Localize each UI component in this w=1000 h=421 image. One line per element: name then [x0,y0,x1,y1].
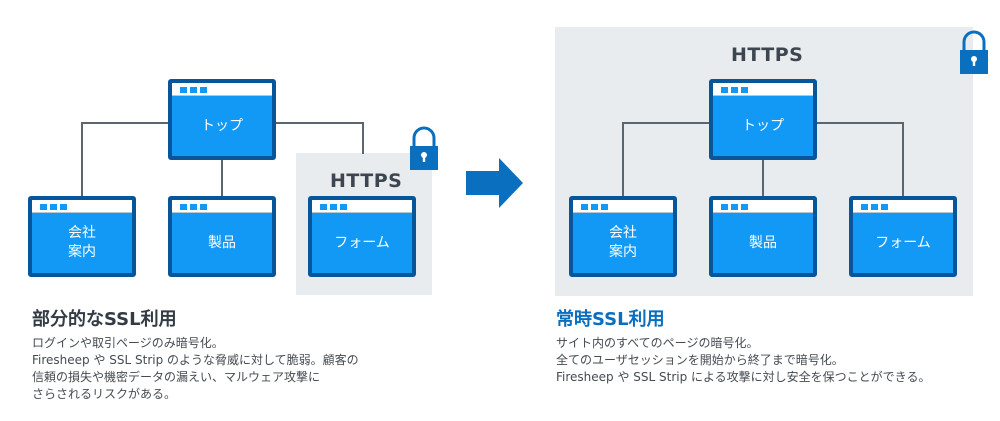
https-label: HTTPS [330,170,403,192]
description-line: 信頼の損失や機密データの漏えい、マルウェア攻撃に [32,370,321,384]
partial-ssl-title: 部分的なSSL利用 [32,309,177,330]
window-bar [573,200,673,213]
description-line: サイト内のすべてのページの暗号化。 [556,336,759,350]
always-on-ssl-title: 常時SSL利用 [556,309,665,330]
window-bar [312,200,412,213]
description-line: Firesheep や SSL Strip のような脅威に対して脆弱。顧客の [32,353,359,367]
partial-ssl-description: 部分的なSSL利用 ログインや取引ページのみ暗号化。 Firesheep や S… [32,308,359,403]
connector [362,122,364,154]
connector [622,122,710,124]
page-label: 会社 案内 [68,225,96,260]
connector [902,122,904,198]
page-label: 会社 案内 [609,225,637,260]
always-on-ssl-description: 常時SSL利用 サイト内のすべてのページの暗号化。 全てのユーザセッションを開始… [556,308,930,386]
page-label: フォーム [875,234,931,251]
page-products: 製品 [168,196,276,277]
arrow-right-icon [466,158,523,208]
page-form: フォーム [849,196,957,277]
window-bar [713,83,813,96]
page-form: フォーム [308,196,416,277]
page-top: トップ [168,79,276,160]
description-line: さらされるリスクがある。 [32,387,177,401]
connector [622,122,624,198]
window-bar [32,200,132,213]
window-bar [713,200,813,213]
window-bar [172,83,272,96]
connector [81,122,83,198]
lock-icon [960,30,988,74]
page-label: トップ [742,117,784,134]
connector [275,122,364,124]
page-label: トップ [201,117,243,134]
connector [81,122,169,124]
https-label: HTTPS [731,44,804,66]
page-products: 製品 [709,196,817,277]
window-bar [853,200,953,213]
page-top: トップ [709,79,817,160]
connector [221,158,223,198]
page-company: 会社 案内 [569,196,677,277]
connector [815,122,904,124]
page-label: フォーム [334,234,390,251]
lock-icon [410,126,438,170]
page-label: 製品 [749,234,777,251]
window-bar [172,200,272,213]
description-line: Firesheep や SSL Strip による攻撃に対し安全を保つことができ… [556,370,931,384]
description-line: ログインや取引ページのみ暗号化。 [32,336,224,350]
connector [762,158,764,198]
page-label: 製品 [208,234,236,251]
description-line: 全てのユーザセッションを開始から終了まで暗号化。 [556,353,844,367]
page-company: 会社 案内 [28,196,136,277]
